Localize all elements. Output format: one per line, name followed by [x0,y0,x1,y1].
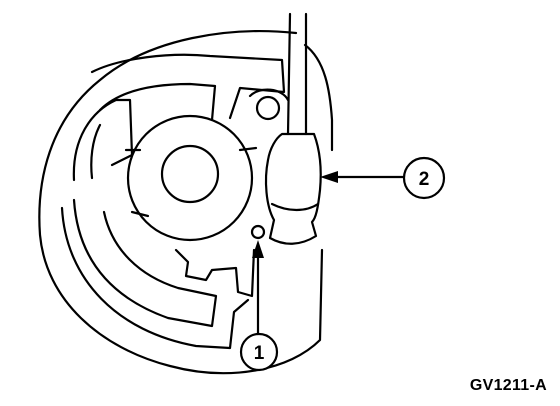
upper-channel [90,53,286,120]
tool-tip [264,132,322,245]
lower-passage-outer [60,206,250,350]
hub-flange-bottom [130,210,150,218]
housing-rim-right [303,43,334,152]
lower-passage-notch [174,248,256,298]
tool-tip-band [270,202,320,212]
callout-label-2: 2 [419,169,430,190]
lower-passage [72,198,218,328]
arrowhead-2 [320,171,338,183]
port-boss [248,88,290,102]
callout-circle-2 [402,156,446,200]
callout-circle-1 [239,332,279,372]
center-bore [160,144,220,204]
arrowhead-1 [252,240,264,258]
left-passage-inner [90,123,102,180]
callout-label-1: 1 [254,343,265,364]
left-passage [72,98,134,182]
check-ball [250,224,266,240]
figure-code: GV1211-A [469,377,547,394]
tool-shaft [286,12,308,136]
housing-outline [38,30,324,375]
center-hub [126,114,254,242]
upper-port [255,95,281,121]
upper-channel-inner [98,82,217,122]
hub-flange-top [124,146,258,152]
